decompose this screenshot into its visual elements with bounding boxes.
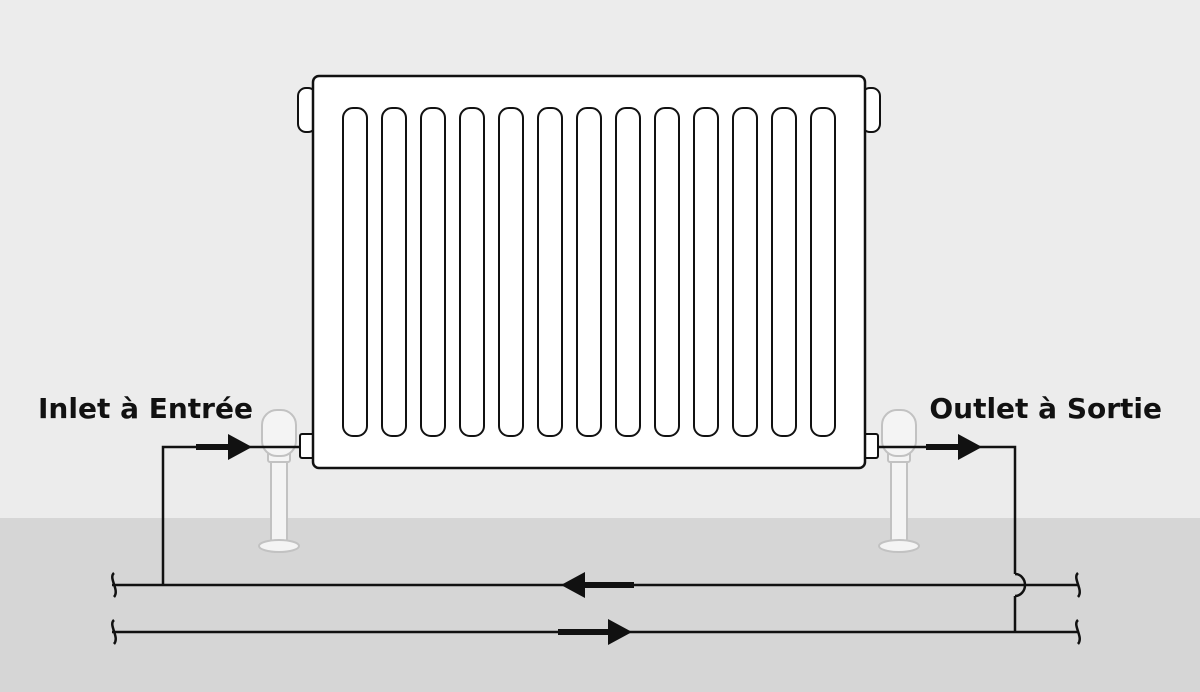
outlet-label: Outlet à Sortie <box>929 392 1162 425</box>
radiator-fin <box>810 107 836 437</box>
radiator-fin <box>342 107 368 437</box>
radiator-fins <box>342 107 836 437</box>
flow-arrow-icon <box>196 434 252 460</box>
pipe-break-icon <box>1075 619 1081 645</box>
outlet-pipe <box>878 445 1017 574</box>
flow-arrow-icon <box>561 572 634 598</box>
radiator-fin <box>498 107 524 437</box>
radiator-fin <box>693 107 719 437</box>
inlet-pipe <box>161 445 300 585</box>
radiator-fin <box>771 107 797 437</box>
radiator-fin <box>420 107 446 437</box>
radiator-fin <box>576 107 602 437</box>
inlet-label: Inlet à Entrée <box>38 392 253 425</box>
radiator-fin <box>654 107 680 437</box>
flow-arrow-icon <box>926 434 982 460</box>
valve-icon <box>258 409 300 553</box>
radiator-fin <box>537 107 563 437</box>
floor <box>0 518 1200 692</box>
pipe-break-icon <box>1075 572 1081 598</box>
valve-icon <box>878 409 920 553</box>
pipe-break-icon <box>111 619 117 645</box>
pipe-break-icon <box>111 572 117 598</box>
radiator-fin <box>459 107 485 437</box>
radiator-fin <box>381 107 407 437</box>
radiator-fin <box>615 107 641 437</box>
flow-arrow-icon <box>558 619 632 645</box>
radiator-fin <box>732 107 758 437</box>
